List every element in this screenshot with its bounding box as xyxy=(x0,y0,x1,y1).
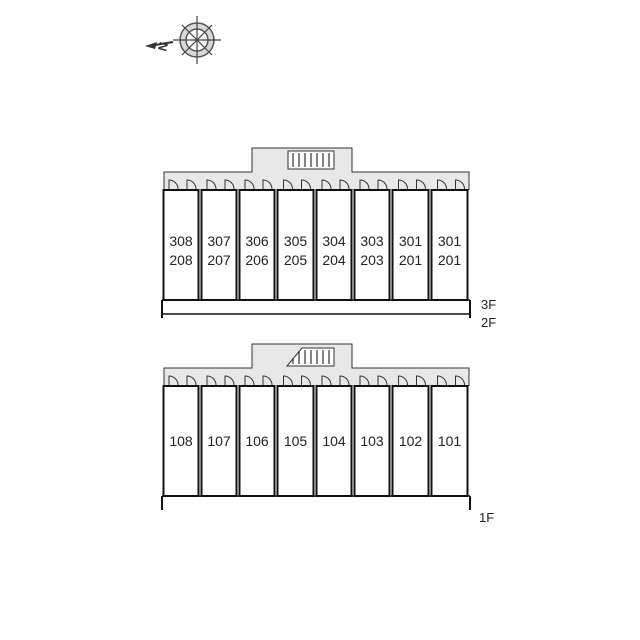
unit-label: 107 xyxy=(207,433,231,449)
door-icon xyxy=(224,179,235,190)
upper-doors xyxy=(168,179,465,190)
unit-cell xyxy=(200,385,238,497)
upper-stairs xyxy=(287,150,335,170)
unit-label: 108 xyxy=(169,433,193,449)
unit-label-lower: 201 xyxy=(399,252,423,268)
upper-balcony xyxy=(161,299,471,318)
door-icon xyxy=(244,375,255,386)
unit-label-upper: 301 xyxy=(399,233,423,249)
upper-units: 308 208 307 207 306 206 305 205 304 204 303 203 301 2… xyxy=(162,189,469,301)
lower-corridor xyxy=(163,343,470,386)
unit-label-lower: 207 xyxy=(207,252,231,268)
unit-label-upper: 303 xyxy=(360,233,384,249)
door-icon xyxy=(377,179,388,190)
north-label: N xyxy=(155,41,171,53)
floor-label-2f: 2F xyxy=(481,315,496,330)
unit-label-upper: 306 xyxy=(245,233,269,249)
door-icon xyxy=(455,375,465,386)
unit-label: 105 xyxy=(284,433,308,449)
floor-label-1f: 1F xyxy=(479,510,494,525)
door-icon xyxy=(416,375,426,386)
door-icon xyxy=(244,179,255,190)
lower-units: 108 107 106 105 104 103 102 101 xyxy=(162,385,469,497)
door-icon xyxy=(186,375,197,386)
unit-cell xyxy=(315,189,353,301)
unit-label: 103 xyxy=(360,433,384,449)
unit-label-lower: 206 xyxy=(245,252,269,268)
door-icon xyxy=(339,375,350,386)
unit-cell xyxy=(391,385,430,497)
door-icon xyxy=(398,375,408,386)
unit-label-upper: 301 xyxy=(438,233,462,249)
door-icon xyxy=(301,179,311,190)
unit-label: 102 xyxy=(399,433,423,449)
unit-cell xyxy=(315,385,353,497)
unit-label: 104 xyxy=(322,433,346,449)
door-icon xyxy=(359,375,370,386)
lower-doors xyxy=(168,375,465,386)
unit-label-lower: 201 xyxy=(438,252,462,268)
door-icon xyxy=(283,375,293,386)
unit-label-lower: 203 xyxy=(360,252,384,268)
door-icon xyxy=(224,375,235,386)
unit-label-lower: 208 xyxy=(169,252,193,268)
door-icon xyxy=(359,179,370,190)
lower-balcony xyxy=(161,495,471,510)
unit-label: 101 xyxy=(438,433,462,449)
door-icon xyxy=(186,179,197,190)
door-icon xyxy=(168,375,179,386)
door-icon xyxy=(437,375,447,386)
unit-cell xyxy=(430,189,469,301)
unit-label-upper: 308 xyxy=(169,233,193,249)
floor-label-3f: 3F xyxy=(481,297,496,312)
unit-cell xyxy=(430,385,469,497)
door-icon xyxy=(206,375,217,386)
unit-label-upper: 305 xyxy=(284,233,308,249)
unit-label: 106 xyxy=(245,433,269,449)
door-icon xyxy=(262,375,273,386)
door-icon xyxy=(321,179,332,190)
unit-label-upper: 304 xyxy=(322,233,346,249)
door-icon xyxy=(416,179,426,190)
compass-rose-icon xyxy=(145,16,221,64)
door-icon xyxy=(301,375,311,386)
door-icon xyxy=(283,179,293,190)
unit-cell xyxy=(162,385,200,497)
door-icon xyxy=(206,179,217,190)
unit-label-upper: 307 xyxy=(207,233,231,249)
unit-label-lower: 204 xyxy=(322,252,346,268)
lower-stairs xyxy=(285,347,335,367)
door-icon xyxy=(168,179,179,190)
door-icon xyxy=(339,179,350,190)
door-icon xyxy=(398,179,408,190)
door-icon xyxy=(262,179,273,190)
unit-cell xyxy=(276,189,315,301)
unit-cell xyxy=(391,189,430,301)
door-icon xyxy=(437,179,447,190)
door-icon xyxy=(455,179,465,190)
door-icon xyxy=(321,375,332,386)
unit-label-lower: 205 xyxy=(284,252,308,268)
door-icon xyxy=(377,375,388,386)
